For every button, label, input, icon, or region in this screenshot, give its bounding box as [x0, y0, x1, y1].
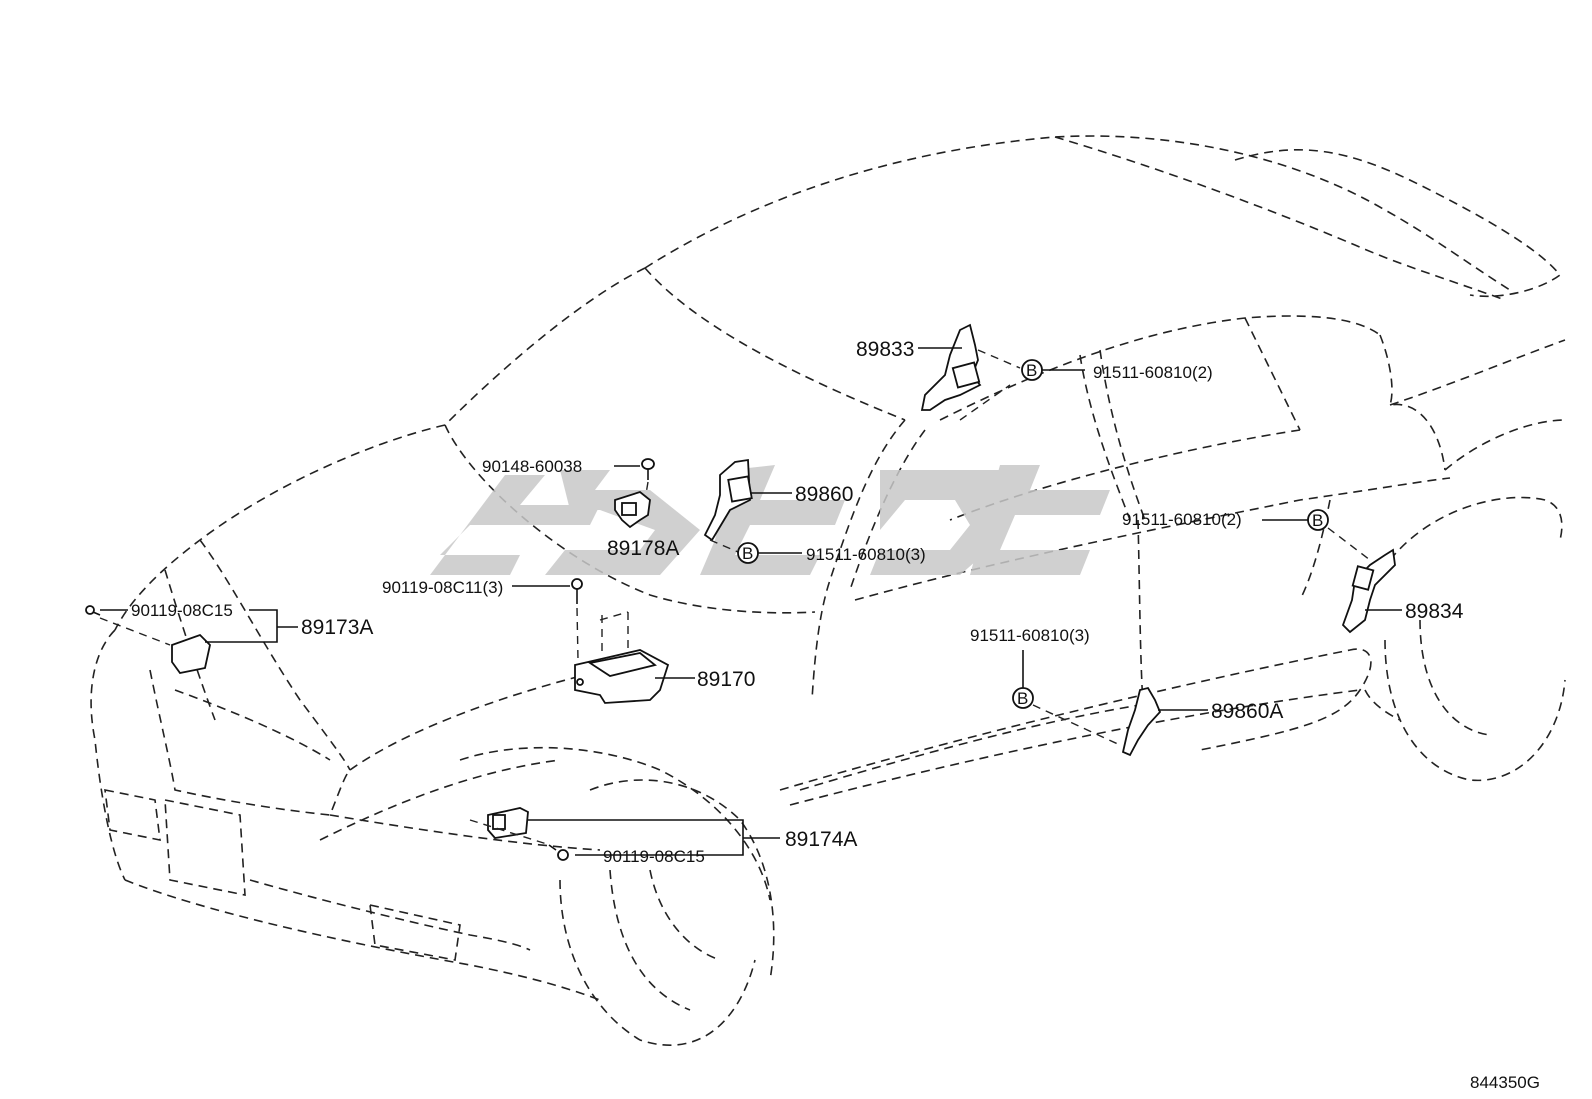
label-89173A[interactable]: 89173A [301, 616, 373, 639]
part-89834-sensor[interactable] [1341, 548, 1396, 634]
figure-code: 844350G [1470, 1073, 1540, 1092]
callout-labels: 89833 91511-60810(2) 90148-60038 89860 8… [131, 338, 1540, 1092]
label-90119-08C11-3[interactable]: 90119-08C11(3) [382, 578, 503, 597]
label-91511-60810-2-top[interactable]: 91511-60810(2) [1093, 363, 1213, 382]
label-90119-08C15-left[interactable]: 90119-08C15 [131, 601, 233, 620]
label-91511-60810-2-right[interactable]: 91511-60810(2) [1122, 510, 1242, 529]
bolt-b-lower-letter: B [1017, 689, 1028, 708]
label-89170[interactable]: 89170 [697, 668, 755, 691]
part-90119-08C15-bolt-left[interactable] [85, 605, 101, 616]
bolt-b-right-letter: B [1312, 511, 1323, 530]
part-90148-screw[interactable] [641, 458, 655, 480]
part-89173A-sensor[interactable] [171, 633, 211, 674]
label-90119-08C15-bottom[interactable]: 90119-08C15 [603, 847, 705, 866]
part-90119-08C15-bolt-bottom[interactable] [548, 844, 569, 861]
part-89860A-sensor[interactable] [1121, 686, 1162, 757]
label-89860A[interactable]: 89860A [1211, 700, 1283, 723]
bolt-b-top-letter: B [1026, 361, 1037, 380]
part-89860-sensor[interactable] [703, 458, 753, 542]
label-91511-60810-3-lower[interactable]: 91511-60810(3) [970, 626, 1090, 645]
label-90148-60038[interactable]: 90148-60038 [482, 457, 582, 476]
watermark-logo [430, 465, 1110, 575]
label-89834[interactable]: 89834 [1405, 600, 1464, 623]
bolt-b-mid-letter: B [742, 544, 753, 563]
label-89833[interactable]: 89833 [856, 338, 914, 361]
label-91511-60810-3-mid[interactable]: 91511-60810(3) [806, 545, 926, 564]
label-89860[interactable]: 89860 [795, 483, 853, 506]
part-90119-08C11-bolt[interactable] [571, 578, 583, 604]
car-outline [90, 135, 1566, 1046]
part-89170-airbag-ecu[interactable] [574, 649, 670, 704]
label-89174A[interactable]: 89174A [785, 828, 857, 851]
label-89178A[interactable]: 89178A [607, 537, 679, 560]
part-89833-sensor[interactable] [920, 323, 982, 411]
part-89178A-sensor[interactable] [614, 490, 651, 529]
part-89174A-sensor[interactable] [487, 807, 529, 839]
